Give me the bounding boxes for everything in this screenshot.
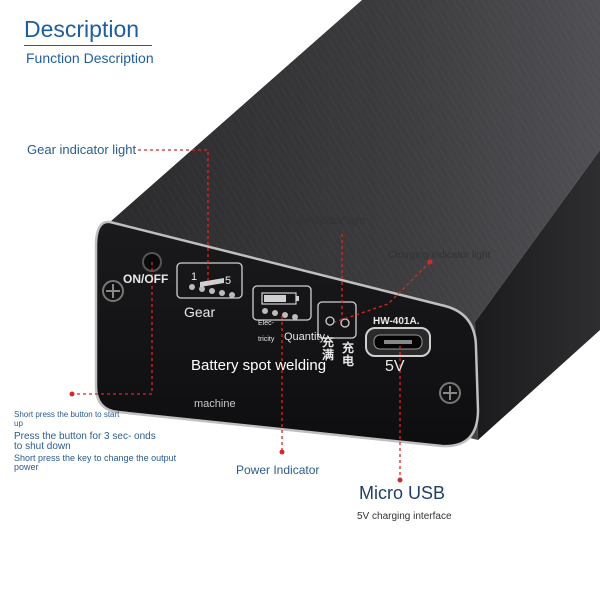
usb-model-label: HW-401A. xyxy=(373,316,420,327)
title-underline xyxy=(24,45,152,46)
power-button-label: ON/OFF xyxy=(123,272,169,286)
device-front-panel xyxy=(94,220,480,448)
battery-leds xyxy=(262,308,298,320)
page-title: Description xyxy=(24,16,140,42)
gear-panel-label: Gear xyxy=(184,304,216,320)
change-output-callout: Short press the key to change the output… xyxy=(14,453,177,472)
gear-indicator-callout: Gear indicator light xyxy=(27,142,137,157)
gear-indicator-box xyxy=(176,262,243,299)
gear-leds xyxy=(189,284,235,298)
battery-indicator-box xyxy=(252,285,312,321)
screw-right xyxy=(439,382,461,404)
page-subtitle: Function Description xyxy=(26,50,154,66)
callout-leader-ends xyxy=(69,259,433,483)
device-right-side xyxy=(475,150,600,440)
callout-leaders xyxy=(72,149,431,478)
charging-label: 充电 xyxy=(342,341,355,368)
usb-voltage-label: 5V xyxy=(385,358,405,375)
quantity-label: Quantity xyxy=(284,331,325,343)
gear-scale-max: 5 xyxy=(225,275,232,287)
press-3-sec-callout: Press the button for 3 sec- onds to shut… xyxy=(14,431,156,452)
micro-usb-description: 5V charging interface xyxy=(357,511,452,522)
gear-scale-min: 1 xyxy=(191,271,198,283)
screw-left xyxy=(102,280,124,302)
charge-status-box xyxy=(317,301,357,339)
charging-indicator-callout: Charging indicator light xyxy=(388,250,491,261)
charge-full-label: 充满 xyxy=(322,335,335,362)
full-indicator-callout: Full indicator light xyxy=(287,216,365,227)
product-name-suffix: machine xyxy=(194,398,236,410)
product-name: Battery spot welding xyxy=(191,357,327,374)
electricity-label-line1: Elec- xyxy=(258,320,274,327)
short-press-start-callout: Short press the button to start up xyxy=(14,410,120,428)
power-indicator-callout: Power Indicator xyxy=(236,463,320,477)
micro-usb-callout: Micro USB xyxy=(359,483,446,503)
electricity-label-line2: tricity xyxy=(258,336,275,343)
